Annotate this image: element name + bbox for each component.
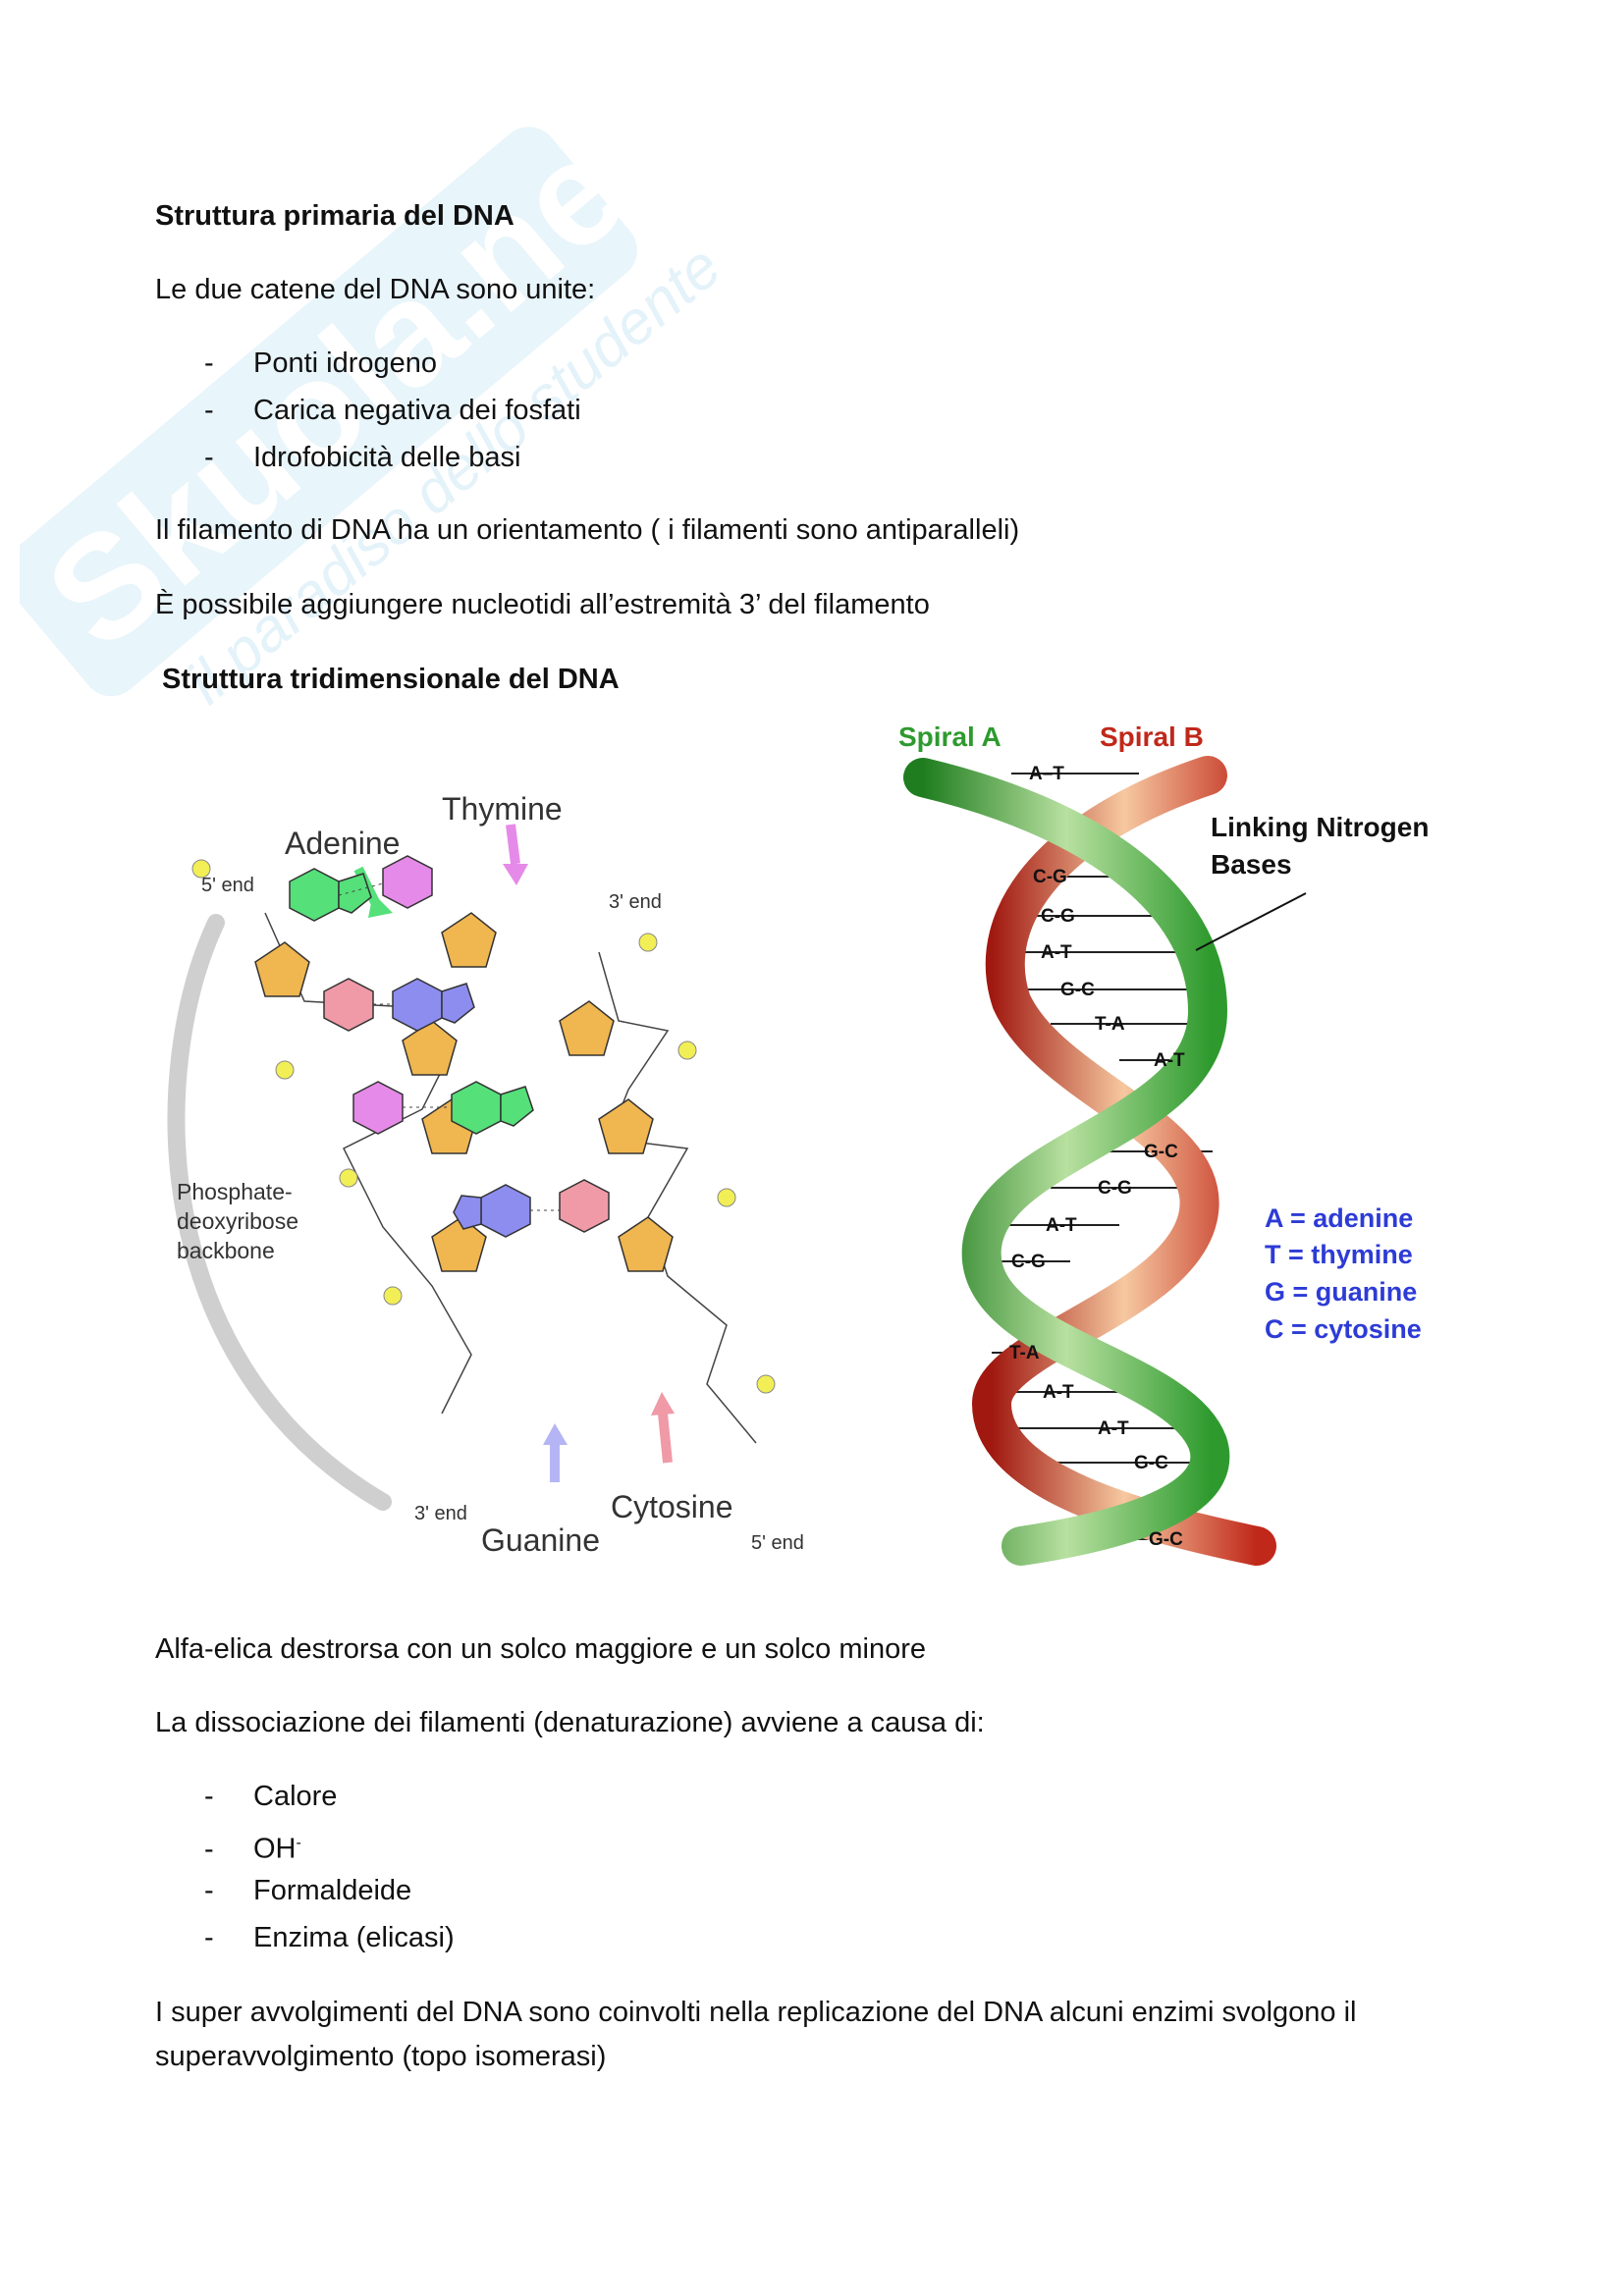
pair-label: G-C [1149, 1529, 1183, 1550]
list-item: -Formaldeide [204, 1875, 412, 1906]
pair-label: G-C [1060, 980, 1095, 1000]
pair-label: A-T [1154, 1050, 1185, 1071]
list-item: -Carica negativa dei fosfati [204, 395, 581, 426]
pair-label: C-G [1041, 906, 1075, 927]
paragraph-nucleotides: È possibile aggiungere nucleotidi all’es… [155, 589, 930, 620]
pair-label: A–T [1029, 764, 1064, 784]
paragraph-intro: Le due catene del DNA sono unite: [155, 274, 596, 305]
pair-label: A-T [1041, 942, 1072, 963]
label-backbone-2: deoxyribose [177, 1208, 298, 1234]
paragraph-alpha-helix: Alfa-elica destrorsa con un solco maggio… [155, 1633, 927, 1665]
label-backbone-1: Phosphate- [177, 1179, 293, 1204]
label-spiral-a: Spiral A [898, 721, 1001, 752]
paragraph-orientation: Il filamento di DNA ha un orientamento (… [155, 514, 1020, 546]
list-item: -Ponti idrogeno [204, 347, 438, 379]
list-item: -Enzima (elicasi) [204, 1922, 455, 1953]
pair-label: C-G [1011, 1252, 1046, 1272]
pair-label: G-C [1134, 1453, 1168, 1473]
pair-label: A-T [1046, 1215, 1077, 1236]
section-title-primary: Struttura primaria del DNA [155, 200, 514, 232]
label-linking-2: Bases [1211, 849, 1292, 880]
pair-label: C-G [1098, 1178, 1132, 1199]
pair-label: C-G [1033, 867, 1067, 887]
legend-adenine: A = adenine [1265, 1203, 1413, 1233]
list-item: -Calore [204, 1781, 338, 1812]
label-5-end-top: 5' end [201, 875, 254, 896]
label-3-end-bottom: 3' end [414, 1503, 467, 1524]
legend-cytosine: C = cytosine [1265, 1314, 1422, 1344]
paragraph-supercoiling-1: I super avvolgimenti del DNA sono coinvo… [155, 1997, 1357, 2028]
pair-label: G-C [1144, 1142, 1178, 1162]
pair-label: T-A [1095, 1014, 1125, 1035]
label-thymine: Thymine [442, 791, 563, 827]
label-guanine: Guanine [481, 1522, 600, 1558]
paragraph-denaturation: La dissociazione dei filamenti (denatura… [155, 1707, 985, 1738]
label-linking-1: Linking Nitrogen [1211, 812, 1429, 842]
label-backbone-3: backbone [177, 1238, 275, 1263]
dna-chemical-structure-figure: Adenine Thymine 5' end 3' end Phosphate-… [167, 791, 804, 1558]
paragraph-supercoiling-2: superavvolgimento (topo isomerasi) [155, 2041, 607, 2072]
pair-label: A-T [1043, 1382, 1074, 1403]
pair-label: T-A [1009, 1343, 1040, 1363]
label-3-end-top: 3' end [609, 891, 662, 913]
label-cytosine: Cytosine [611, 1489, 733, 1524]
list-item: -OH- [204, 1833, 301, 1865]
pair-label: A-T [1098, 1418, 1129, 1439]
list-item: -Idrofobicità delle basi [204, 442, 521, 473]
section-title-3d: Struttura tridimensionale del DNA [162, 664, 620, 695]
label-5-end-bottom: 5' end [751, 1532, 804, 1554]
label-adenine: Adenine [285, 826, 400, 861]
legend-guanine: G = guanine [1265, 1277, 1417, 1307]
label-spiral-b: Spiral B [1100, 721, 1204, 752]
dna-double-helix-figure: A–T C-G C-G A-T G-C T-A A-T G-C C-G A-T … [898, 721, 1429, 1566]
legend-thymine: T = thymine [1265, 1240, 1413, 1269]
